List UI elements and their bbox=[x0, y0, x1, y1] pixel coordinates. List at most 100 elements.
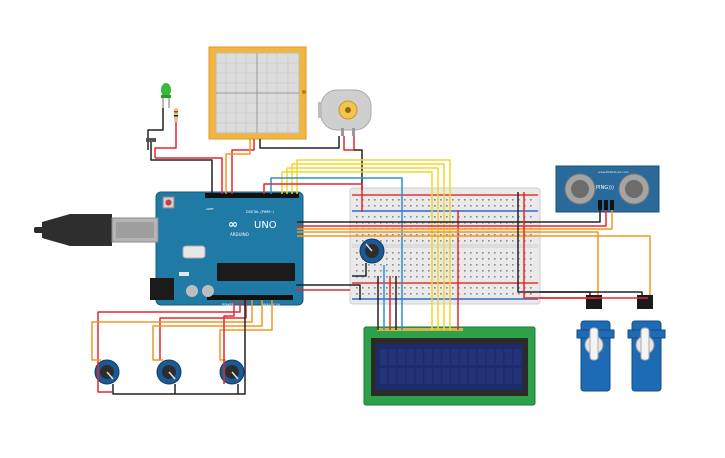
breadboard-hole bbox=[374, 222, 376, 224]
breadboard-hole bbox=[464, 234, 466, 236]
digital-pins-label: DIGITAL (PWM~) bbox=[246, 210, 275, 214]
potentiometer-3[interactable] bbox=[219, 359, 245, 385]
lcd-cell bbox=[406, 349, 415, 365]
breadboard-hole bbox=[380, 199, 382, 201]
breadboard-hole bbox=[422, 258, 424, 260]
servo-left[interactable] bbox=[576, 295, 615, 392]
breadboard-hole bbox=[434, 222, 436, 224]
breadboard-hole bbox=[470, 276, 472, 278]
breadboard-hole bbox=[518, 252, 520, 254]
lcd-display[interactable] bbox=[363, 326, 536, 406]
lcd-cell bbox=[442, 368, 450, 384]
breadboard-hole bbox=[392, 293, 394, 295]
breadboard-hole bbox=[380, 264, 382, 266]
breadboard-hole bbox=[458, 264, 460, 266]
breadboard-hole bbox=[494, 216, 496, 218]
breadboard-hole bbox=[446, 258, 448, 260]
breadboard-hole bbox=[428, 216, 430, 218]
breadboard-hole bbox=[416, 258, 418, 260]
breadboard-hole bbox=[356, 234, 358, 236]
breadboard-hole bbox=[530, 264, 532, 266]
breadboard-hole bbox=[518, 264, 520, 266]
breadboard-hole bbox=[476, 270, 478, 272]
breadboard-hole bbox=[488, 264, 490, 266]
breadboard-hole bbox=[398, 205, 400, 207]
breadboard-hole bbox=[422, 216, 424, 218]
breadboard-hole bbox=[512, 276, 514, 278]
ultrasonic-sensor[interactable]: PING))) www.PARALLAX.com bbox=[555, 165, 660, 213]
breadboard-hole bbox=[392, 234, 394, 236]
breadboard-hole bbox=[398, 287, 400, 289]
breadboard-hole bbox=[386, 258, 388, 260]
breadboard-hole bbox=[506, 240, 508, 242]
breadboard-hole bbox=[524, 270, 526, 272]
breadboard-hole bbox=[386, 222, 388, 224]
breadboard-hole bbox=[368, 293, 370, 295]
breadboard-hole bbox=[464, 199, 466, 201]
breadboard-hole bbox=[428, 199, 430, 201]
ultrasonic-title: PING))) bbox=[596, 185, 614, 191]
breadboard-hole bbox=[494, 234, 496, 236]
breadboard-hole bbox=[422, 276, 424, 278]
breadboard-hole bbox=[470, 270, 472, 272]
breadboard-hole bbox=[482, 222, 484, 224]
breadboard-hole bbox=[464, 252, 466, 254]
breadboard-hole bbox=[434, 270, 436, 272]
breadboard-hole bbox=[458, 258, 460, 260]
breadboard-hole bbox=[368, 270, 370, 272]
breadboard-hole bbox=[494, 205, 496, 207]
breadboard-hole bbox=[368, 234, 370, 236]
breadboard-hole bbox=[410, 276, 412, 278]
lcd-cell bbox=[380, 349, 388, 365]
breadboard-hole bbox=[446, 205, 448, 207]
breadboard-hole bbox=[524, 199, 526, 201]
breadboard-hole bbox=[440, 205, 442, 207]
wire-endpoints bbox=[146, 138, 156, 142]
potentiometer-lcd-contrast[interactable] bbox=[359, 238, 385, 264]
lcd-cell bbox=[433, 368, 441, 384]
breadboard-hole bbox=[404, 240, 406, 242]
breadboard-hole bbox=[410, 205, 412, 207]
breadboard-hole bbox=[356, 276, 358, 278]
led-resistor[interactable] bbox=[174, 108, 178, 122]
breadboard-hole bbox=[440, 252, 442, 254]
force-sensor[interactable] bbox=[208, 46, 307, 140]
breadboard-hole bbox=[416, 240, 418, 242]
breadboard-hole bbox=[458, 199, 460, 201]
breadboard-hole bbox=[518, 276, 520, 278]
breadboard-hole bbox=[392, 270, 394, 272]
breadboard-hole bbox=[506, 222, 508, 224]
breadboard-hole bbox=[458, 252, 460, 254]
breadboard-hole bbox=[452, 240, 454, 242]
breadboard-hole bbox=[416, 216, 418, 218]
breadboard-hole bbox=[500, 270, 502, 272]
arduino-uno-board[interactable]: ∞ UNO ARDUINO DIGITAL (PWM~) AREF POWER … bbox=[150, 191, 304, 307]
usb-cable[interactable] bbox=[34, 214, 159, 246]
breadboard-hole bbox=[398, 270, 400, 272]
breadboard-hole bbox=[482, 287, 484, 289]
breadboard-hole bbox=[506, 258, 508, 260]
breadboard-hole bbox=[494, 199, 496, 201]
breadboard-hole bbox=[524, 222, 526, 224]
breadboard-hole bbox=[368, 287, 370, 289]
lcd-cell bbox=[388, 368, 397, 384]
breadboard-hole bbox=[482, 293, 484, 295]
breadboard-hole bbox=[512, 270, 514, 272]
breadboard-hole bbox=[512, 216, 514, 218]
potentiometer-1[interactable] bbox=[94, 359, 120, 385]
breadboard-hole bbox=[380, 240, 382, 242]
green-led[interactable] bbox=[161, 83, 171, 108]
breadboard-hole bbox=[530, 240, 532, 242]
servo-right[interactable] bbox=[627, 295, 666, 392]
breadboard-hole bbox=[356, 216, 358, 218]
breadboard-hole bbox=[422, 205, 424, 207]
breadboard-hole bbox=[404, 287, 406, 289]
wires bbox=[91, 108, 651, 395]
breadboard-hole bbox=[398, 234, 400, 236]
dc-motor[interactable] bbox=[318, 89, 372, 136]
breadboard-hole bbox=[446, 199, 448, 201]
breadboard[interactable] bbox=[349, 187, 541, 305]
potentiometer-2[interactable] bbox=[156, 359, 182, 385]
breadboard-hole bbox=[356, 293, 358, 295]
